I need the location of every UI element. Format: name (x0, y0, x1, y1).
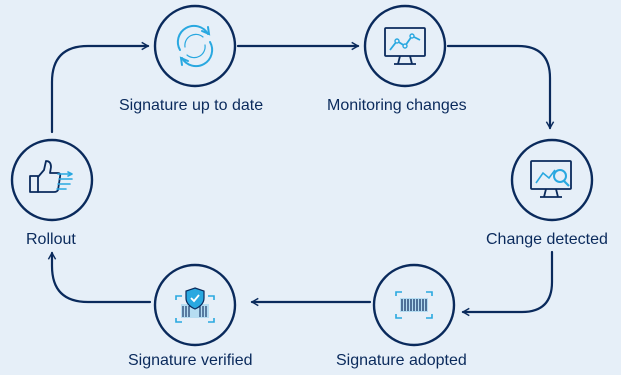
barcode-scan-icon (395, 291, 433, 319)
step-circle-rollout (10, 138, 94, 222)
step-label-signature-verified: Signature verified (128, 352, 253, 369)
connector-monitoring-to-detected (446, 44, 555, 130)
step-label-change-detected: Change detected (486, 231, 608, 248)
step-label-signature-up-to-date: Signature up to date (119, 97, 264, 114)
step-label-signature-adopted: Signature adopted (336, 352, 467, 369)
shield-check-barcode-icon (175, 287, 215, 323)
monitor-magnifier-icon (530, 160, 572, 198)
connector-verified-to-rollout (47, 251, 152, 304)
refresh-arrows-icon (176, 24, 214, 68)
connector-rollout-to-up-to-date (50, 41, 150, 134)
step-circle-detected (510, 138, 594, 222)
connector-detected-to-adopted (461, 250, 554, 317)
step-label-monitoring-changes: Monitoring changes (327, 97, 467, 114)
step-circle-up-to-date (153, 4, 237, 88)
thumbs-up-icon (29, 160, 73, 193)
step-label-rollout: Rollout (26, 231, 76, 248)
monitor-chart-icon (384, 27, 426, 65)
